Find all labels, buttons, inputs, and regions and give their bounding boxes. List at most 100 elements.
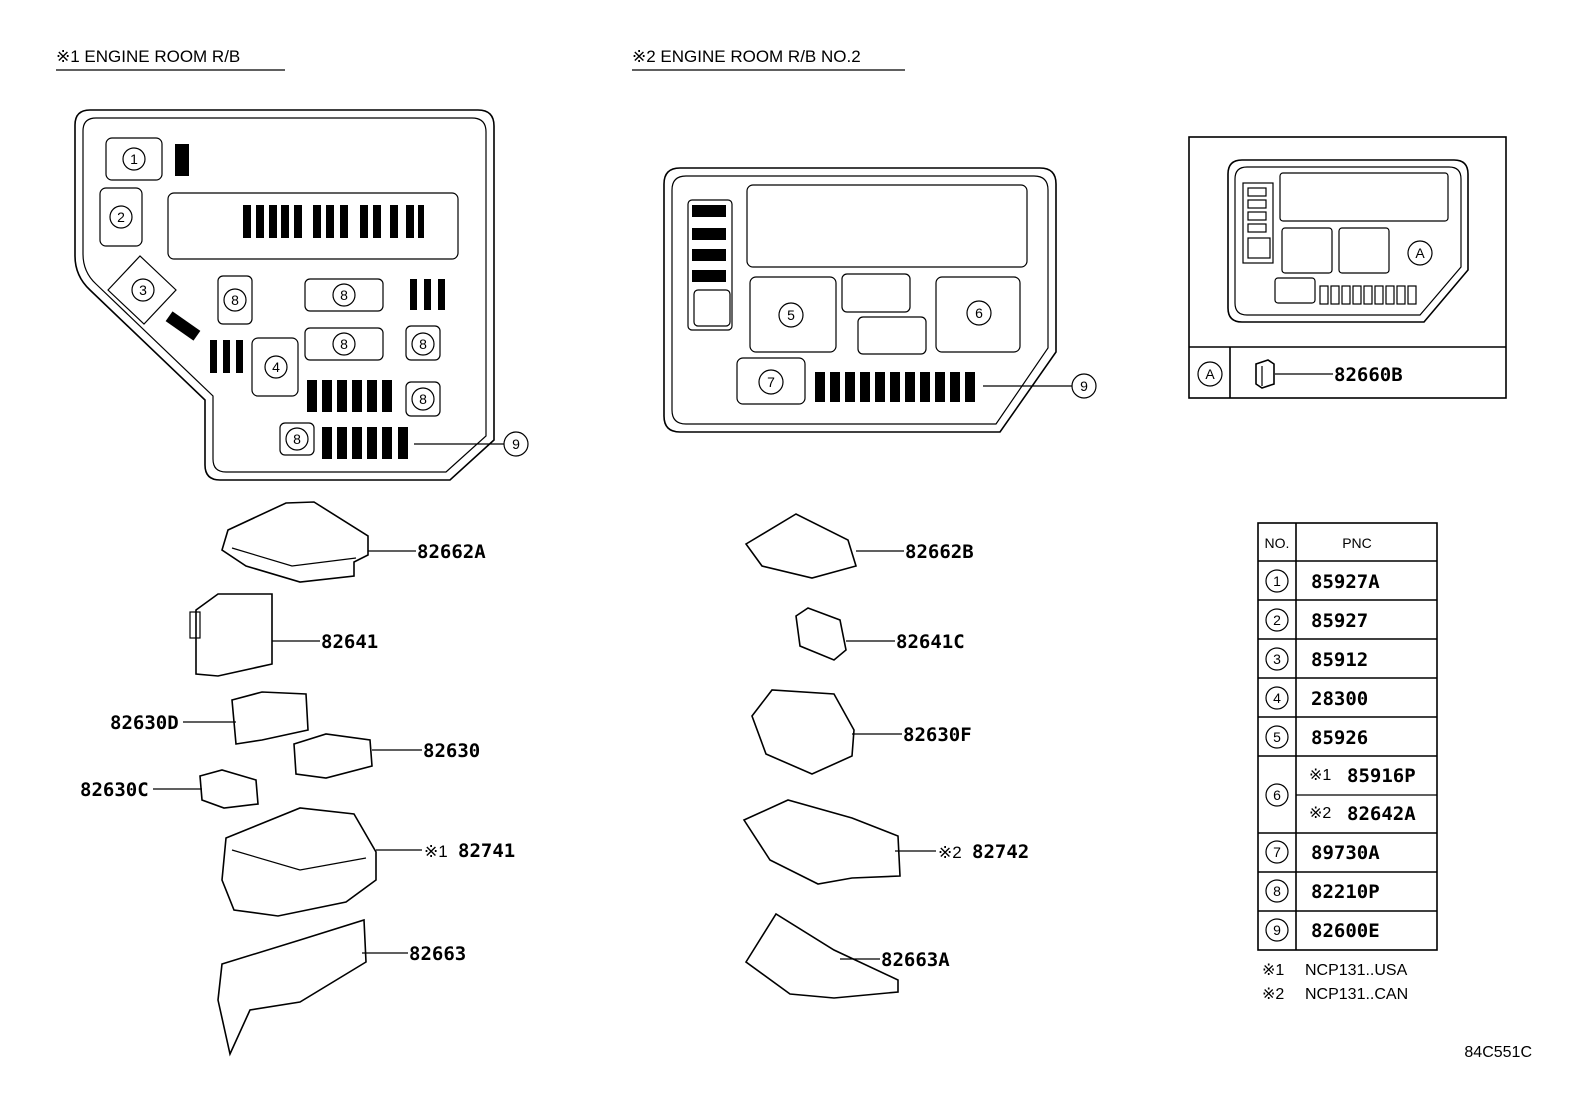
svg-text:3: 3 [1273,651,1281,667]
svg-text:8: 8 [419,391,427,407]
inset-box: A A 82660B [1188,136,1507,399]
svg-text:※1: ※1 [424,842,448,861]
callout-5: 5 [778,302,804,328]
figure-id: 84C551C [1464,1044,1532,1061]
table-row: 9 82600E [1265,918,1380,942]
svg-text:82742: 82742 [972,841,1029,863]
svg-text:82641C: 82641C [896,631,965,653]
col-pnc-header: PNC [1342,535,1372,551]
part-82630F-icon [751,689,855,775]
svg-text:82630: 82630 [423,740,480,762]
svg-text:85916P: 85916P [1347,765,1416,787]
inset-fuse-row [1319,285,1417,305]
svg-text:82600E: 82600E [1311,920,1380,942]
svg-text:1: 1 [130,151,138,167]
part-82641-block-icon [189,593,273,677]
svg-text:8: 8 [340,287,348,303]
part-82662A-cover-icon [221,501,369,583]
callout-8: 8 [223,288,247,312]
part-82630C-icon [199,769,259,809]
svg-text:85927: 85927 [1311,610,1368,632]
table-row: 8 82210P [1265,879,1380,903]
part-82663A-bracket-icon [744,912,899,999]
svg-text:82662A: 82662A [417,541,486,563]
svg-text:※2: ※2 [1262,986,1284,1003]
table-row: 3 85912 [1265,647,1368,671]
svg-text:85926: 85926 [1311,727,1368,749]
svg-text:5: 5 [787,307,795,323]
svg-text:85912: 85912 [1311,649,1368,671]
svg-text:6: 6 [1273,787,1281,803]
svg-text:A: A [1415,245,1425,261]
table-row: 7 89730A [1265,840,1380,864]
callout-8: 8 [332,332,356,356]
callout-9: 9 [503,431,529,457]
rb2-top-view: 5 6 7 9 [663,167,1097,433]
svg-text:82741: 82741 [458,840,515,862]
table-row: 6 ※1 85916P ※2 82642A [1265,765,1416,825]
svg-text:82642A: 82642A [1347,803,1416,825]
callout-4: 4 [264,355,288,379]
col-no-header: NO. [1265,535,1290,551]
part-82741-box-icon [221,807,377,917]
svg-text:8: 8 [293,431,301,447]
svg-text:※1: ※1 [1309,767,1331,784]
svg-text:82630F: 82630F [903,724,972,746]
svg-text:2: 2 [117,209,125,225]
svg-text:6: 6 [975,305,983,321]
callout-1: 1 [122,147,146,171]
part-82630-icon [293,733,373,779]
pnc-table: NO. PNC 1 85927A 2 85927 3 85912 4 28300… [1257,522,1438,951]
part-82662B-cover-icon [744,513,858,579]
inset-part-number: 82660B [1334,364,1403,386]
svg-text:82663A: 82663A [881,949,950,971]
rb1-fuse-row-top [243,205,424,238]
svg-text:8: 8 [1273,883,1281,899]
svg-text:9: 9 [1273,922,1281,938]
svg-text:※1: ※1 [1262,962,1284,979]
svg-text:NCP131..CAN: NCP131..CAN [1305,986,1408,1003]
svg-text:28300: 28300 [1311,688,1368,710]
svg-text:5: 5 [1273,729,1281,745]
svg-text:85927A: 85927A [1311,571,1380,593]
svg-text:※2: ※2 [938,843,962,862]
svg-text:1: 1 [1273,573,1281,589]
part-82641C-icon [795,607,847,661]
part-82663-bracket-icon [217,918,367,1057]
svg-text:82663: 82663 [409,943,466,965]
svg-text:82641: 82641 [321,631,378,653]
svg-text:4: 4 [1273,690,1281,706]
svg-text:82210P: 82210P [1311,881,1380,903]
rb2-parts: 82662B 82641C 82630F ※2 82742 82663A [742,513,1029,999]
callout-9: 9 [1071,373,1097,399]
svg-text:2: 2 [1273,612,1281,628]
callout-2: 2 [109,205,133,229]
table-row: 1 85927A [1265,569,1380,593]
svg-text:※2: ※2 [1309,805,1331,822]
part-82742-box-icon [742,799,901,885]
svg-text:82630D: 82630D [110,712,179,734]
callout-8: 8 [332,283,356,307]
table-row: 4 28300 [1265,686,1368,710]
svg-text:82662B: 82662B [905,541,974,563]
callout-3: 3 [131,278,155,302]
svg-text:9: 9 [512,436,520,452]
svg-text:4: 4 [272,359,280,375]
table-row: 2 85927 [1265,608,1368,632]
callout-6: 6 [966,300,992,326]
rb1-top-view: 1 2 3 4 8 8 8 8 8 8 9 [74,109,529,481]
callout-8: 8 [411,387,435,411]
svg-text:8: 8 [419,336,427,352]
callout-8: 8 [411,332,435,356]
table-row: 5 85926 [1265,725,1368,749]
callout-7: 7 [758,369,784,395]
callout-8: 8 [285,427,309,451]
svg-text:9: 9 [1080,378,1088,394]
rb2-header: ※2 ENGINE ROOM R/B NO.2 [632,47,861,66]
rb1-parts: 82662A 82641 82630D 82630 82630C ※1 8274… [80,501,515,1057]
svg-text:7: 7 [1273,844,1281,860]
svg-text:7: 7 [767,374,775,390]
svg-text:NCP131..USA: NCP131..USA [1305,962,1408,979]
svg-text:3: 3 [139,282,147,298]
